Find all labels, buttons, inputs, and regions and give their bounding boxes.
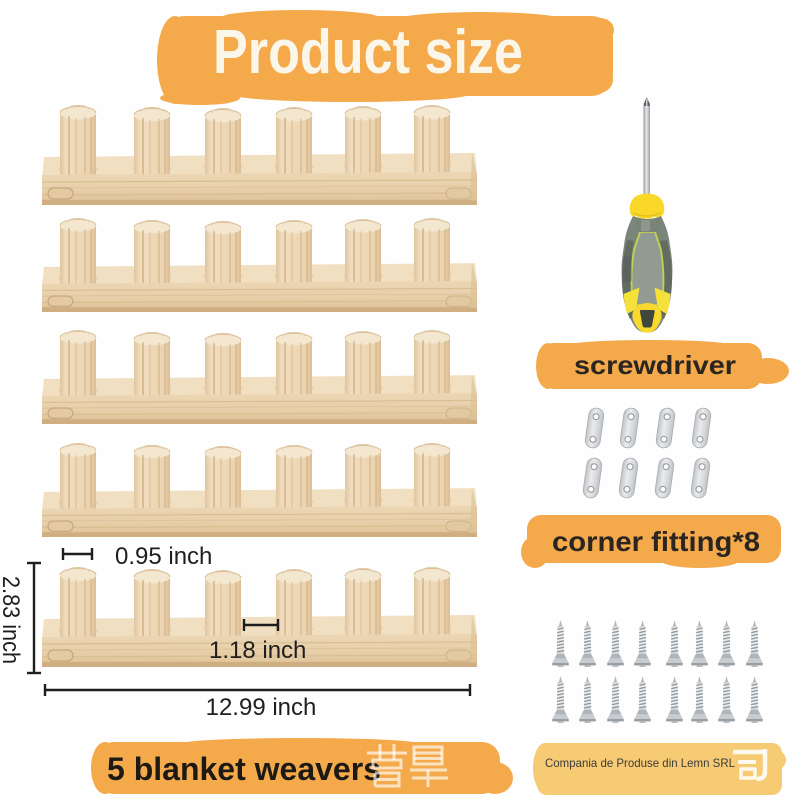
svg-text:1.18 inch: 1.18 inch — [209, 637, 306, 664]
svg-text:screwdriver: screwdriver — [574, 350, 736, 380]
svg-text:5 blanket weavers: 5 blanket weavers — [107, 751, 381, 787]
svg-text:Compania de Produse din Lemn S: Compania de Produse din Lemn SRL — [545, 756, 735, 770]
svg-text:0.95 inch: 0.95 inch — [115, 543, 212, 570]
svg-text:2.83 inch: 2.83 inch — [0, 576, 24, 664]
svg-text:corner fitting*8: corner fitting*8 — [552, 526, 760, 557]
svg-text:Product size: Product size — [213, 18, 523, 87]
svg-text:12.99 inch: 12.99 inch — [206, 694, 317, 721]
